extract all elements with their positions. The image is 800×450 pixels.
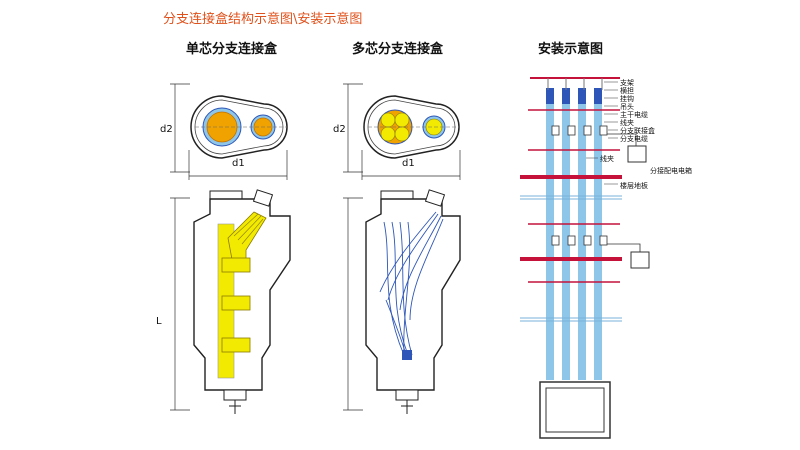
dim-d2-label: d2 xyxy=(160,124,173,135)
label-bracket: 支架 xyxy=(620,78,634,87)
single-core-cross-section: d2 d1 xyxy=(160,83,288,180)
dim-d1-label: d1 xyxy=(232,158,245,169)
section-title-multi-core: 多芯分支连接盒 xyxy=(352,42,444,57)
dim-d1-label-multi: d1 xyxy=(402,158,415,169)
multi-core-box-body xyxy=(343,189,461,414)
label-branch-cable: 分支电缆 xyxy=(620,134,648,143)
label-hanger: 吊头 xyxy=(620,102,634,111)
label-hook: 挂钩 xyxy=(620,94,634,103)
section-title-single-core: 单芯分支连接盒 xyxy=(186,42,278,57)
section-title-install: 安装示意图 xyxy=(538,42,604,57)
label-cross-arm: 横担 xyxy=(620,86,634,95)
label-wire-clamp-2: 线夹 xyxy=(600,154,614,163)
dim-L-label: L xyxy=(156,316,162,327)
label-main-cable: 主干电缆 xyxy=(620,110,648,119)
multi-core-cross-section: d2 d1 xyxy=(333,83,461,180)
label-wire-clamp: 线夹 xyxy=(620,118,634,127)
dim-d2-label-multi: d2 xyxy=(333,124,346,135)
page-title: 分支连接盒结构示意图\安装示意图 xyxy=(163,12,363,27)
label-floor-slab: 楼层地板 xyxy=(620,181,648,190)
label-branch-distribution-box: 分接配电电箱 xyxy=(650,166,692,175)
install-diagram: 支架 横担 挂钩 吊头 主干电缆 线夹 分支联接盒 分支电缆 线夹 分接配电电箱… xyxy=(520,77,692,439)
label-branch-box: 分支联接盒 xyxy=(620,126,655,135)
single-core-box-body: L xyxy=(156,189,291,414)
